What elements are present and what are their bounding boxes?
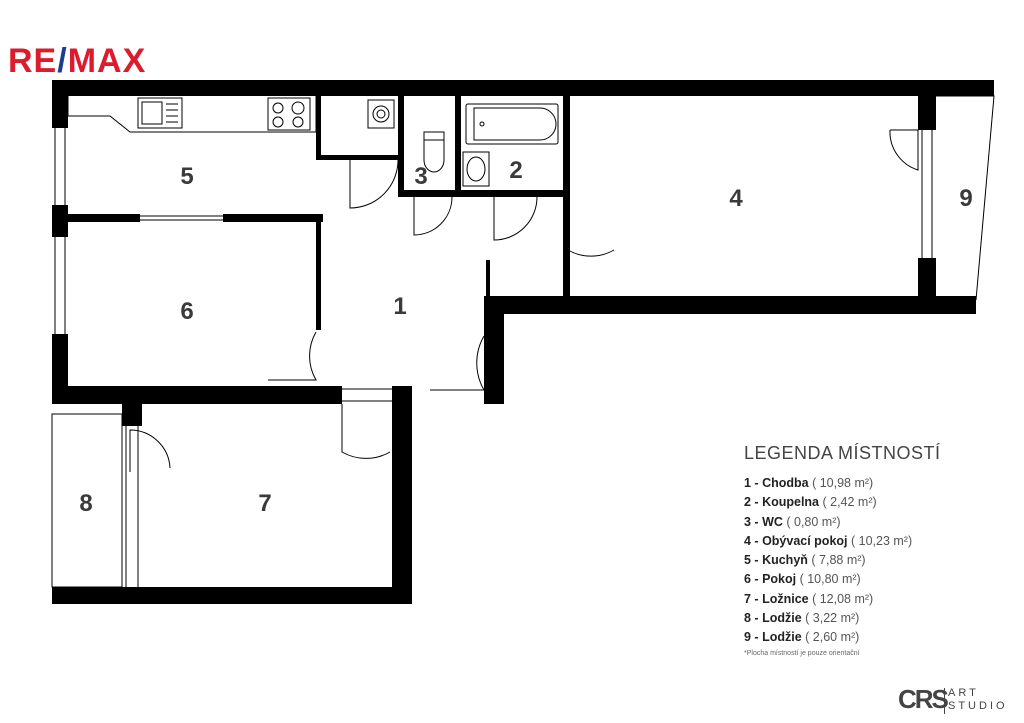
legend-item-num: 2 <box>744 495 751 510</box>
doors <box>129 129 919 472</box>
room-label-4: 4 <box>729 185 743 212</box>
area-note: *Plocha místností je pouze orientační <box>744 650 860 657</box>
room-label-5: 5 <box>180 163 193 190</box>
legend-item-sep: - <box>750 591 763 606</box>
room-label-2: 2 <box>509 157 522 184</box>
windows <box>51 95 995 588</box>
legend-item: 5 - Kuchyň ( 7,88 m²) <box>744 551 1014 570</box>
legend-item-name: WC <box>762 514 783 529</box>
kitchen-counter <box>67 96 317 133</box>
legend-item-num: 6 <box>744 572 751 587</box>
legend-item-name: Ložnice <box>762 591 809 606</box>
legend-list: 1 - Chodba ( 10,98 m²)2 - Koupelna ( 2,4… <box>744 474 1014 648</box>
legend-item-sep: - <box>750 514 763 529</box>
logo-slash: / <box>57 42 68 80</box>
legend-item: 3 - WC ( 0,80 m²) <box>744 513 1014 532</box>
legend-item-sep: - <box>750 533 763 548</box>
room-label-9: 9 <box>959 185 972 212</box>
stove <box>267 97 311 131</box>
legend-item-num: 9 <box>744 630 751 645</box>
room-label-1: 1 <box>393 293 406 320</box>
room-label-6: 6 <box>180 298 193 325</box>
legend-item-sep: - <box>750 495 763 510</box>
legend-item-name: Obývací pokoj <box>762 533 848 548</box>
legend-item-area: ( 2,60 m²) <box>805 630 860 645</box>
legend-item-sep: - <box>750 630 763 645</box>
legend-item-sep: - <box>750 476 763 490</box>
logo-re: RE <box>8 42 58 80</box>
toilet <box>423 131 445 141</box>
legend-title: LEGENDA MÍSTNOSTÍ <box>744 443 941 463</box>
kitchen-sink <box>137 97 183 129</box>
studio-line-2: STUDIO <box>948 700 1008 712</box>
logo-max: MAX <box>67 42 147 80</box>
legend-item-area: ( 10,23 m²) <box>851 533 913 548</box>
bathtub <box>465 103 559 145</box>
art-studio-logo: CRS ART STUDIO <box>898 684 1018 716</box>
legend-item-name: Lodžie <box>762 630 802 645</box>
legend-item-area: ( 0,80 m²) <box>786 514 841 529</box>
legend-item-num: 8 <box>744 611 751 626</box>
washing-machine <box>367 99 395 129</box>
legend-item-area: ( 10,80 m²) <box>799 572 861 587</box>
legend-item-area: ( 7,88 m²) <box>811 553 866 568</box>
legend-item-name: Chodba <box>762 476 809 490</box>
door-kitchen <box>349 159 399 209</box>
bath-sink <box>462 151 490 187</box>
legend-item-area: ( 12,08 m²) <box>812 591 874 606</box>
legend-item-name: Lodžie <box>762 611 802 626</box>
legend-item-name: Kuchyň <box>762 553 808 568</box>
legend-item: 1 - Chodba ( 10,98 m²) <box>744 474 1014 493</box>
legend-item-num: 3 <box>744 514 751 529</box>
room-legend: LEGENDA MÍSTNOSTÍ 1 - Chodba ( 10,98 m²)… <box>744 443 1014 648</box>
legend-item-num: 5 <box>744 553 751 568</box>
room-label-8: 8 <box>79 490 92 517</box>
legend-item-name: Pokoj <box>762 572 797 587</box>
legend-item-num: 7 <box>744 591 751 606</box>
room-label-3: 3 <box>414 163 427 190</box>
legend-item: 7 - Ložnice ( 12,08 m²) <box>744 590 1014 609</box>
studio-line-1: ART <box>948 687 979 699</box>
legend-item-sep: - <box>750 611 763 626</box>
legend-item: 6 - Pokoj ( 10,80 m²) <box>744 570 1014 589</box>
fixtures <box>67 96 559 187</box>
legend-item-num: 1 <box>744 476 751 490</box>
studio-divider <box>944 688 945 714</box>
room-labels: 1 2 3 4 5 6 7 8 9 <box>79 157 972 517</box>
legend-item: 4 - Obývací pokoj ( 10,23 m²) <box>744 532 1014 551</box>
legend-item-area: ( 2,42 m²) <box>822 495 877 510</box>
legend-item: 2 - Koupelna ( 2,42 m²) <box>744 493 1014 512</box>
room-label-7: 7 <box>258 490 271 517</box>
legend-item-area: ( 10,98 m²) <box>812 476 874 490</box>
legend-item: 9 - Lodžie ( 2,60 m²) <box>744 628 1014 647</box>
studio-monogram: CRS <box>898 684 949 714</box>
legend-item-name: Koupelna <box>762 495 820 510</box>
legend-item-num: 4 <box>744 533 751 548</box>
legend-item: 8 - Lodžie ( 3,22 m²) <box>744 609 1014 628</box>
legend-item-sep: - <box>750 553 763 568</box>
walls <box>52 80 994 604</box>
legend-item-sep: - <box>750 572 763 587</box>
legend-item-area: ( 3,22 m²) <box>805 611 860 626</box>
remax-logo: RE/MAX <box>8 44 146 78</box>
